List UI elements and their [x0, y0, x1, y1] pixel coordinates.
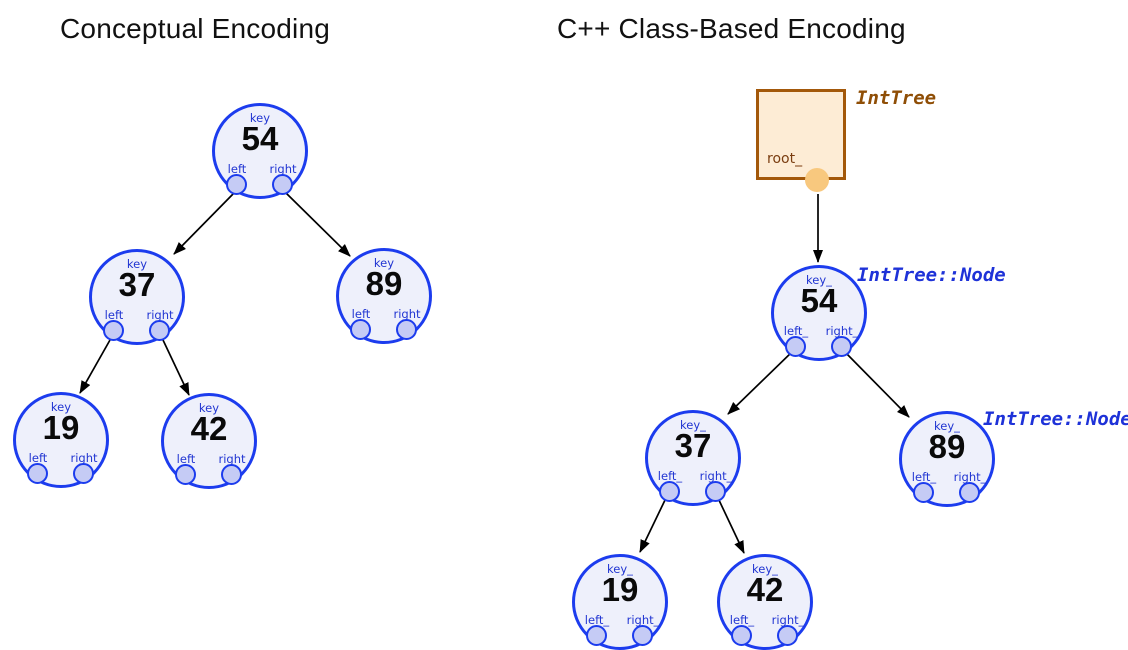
- node-right-port: [272, 174, 293, 195]
- node-left-label: left_: [729, 613, 755, 627]
- node-key-label: key: [373, 256, 395, 270]
- node-left-label: left: [104, 308, 124, 322]
- node-left-label: left: [176, 452, 196, 466]
- node-right-label: right: [393, 307, 421, 321]
- edge-arrow-37-left-19: [79, 339, 111, 394]
- node-left-port: [913, 482, 934, 503]
- node-right-label: right: [70, 451, 98, 465]
- node-value: 54: [241, 120, 279, 157]
- node-left-label: left_: [783, 324, 809, 338]
- root-pointer-label: root_: [767, 151, 803, 167]
- node-left-port: [27, 463, 48, 484]
- edge-arrow-54-left-37: [173, 192, 235, 255]
- node-key-label: key_: [934, 419, 960, 433]
- node-right-port: [396, 319, 417, 340]
- node-right-label: right: [218, 452, 246, 466]
- node-left-label: left_: [584, 613, 610, 627]
- edge-arrow-37-right-42: [162, 339, 190, 396]
- node-right-label: right_: [953, 470, 987, 484]
- tree-node-37: key 37 left right: [89, 249, 185, 345]
- node-left-port: [103, 320, 124, 341]
- node-right-port: [632, 625, 653, 646]
- node-key-label: key: [198, 401, 220, 415]
- tree-node-89: key 89 left right: [336, 248, 432, 344]
- edge-arrow-54-left-37: [727, 349, 795, 415]
- node-left-label: left: [351, 307, 371, 321]
- tree-node-89: key_ 89 left_ right_: [899, 411, 995, 507]
- node-left-label: left_: [911, 470, 937, 484]
- tree-node-19: key 19 left right: [13, 392, 109, 488]
- node-value: 89: [928, 428, 966, 465]
- node-left-port: [175, 464, 196, 485]
- node-right-port: [221, 464, 242, 485]
- tree-node-54: key_ 54 left_ right_: [771, 265, 867, 361]
- edge-arrow-54-right-89: [285, 192, 351, 257]
- node-value: 89: [365, 265, 403, 302]
- node-left-port: [659, 481, 680, 502]
- node-key-label: key: [249, 111, 271, 125]
- tree-node-54: key 54 left right: [212, 103, 308, 199]
- right-panel-title: C++ Class-Based Encoding: [557, 13, 906, 44]
- tree-node-19: key_ 19 left_ right_: [572, 554, 668, 650]
- node-left-port: [586, 625, 607, 646]
- node-left-label: left: [28, 451, 48, 465]
- node-left-port: [731, 625, 752, 646]
- edge-arrow-54-right-89: [842, 349, 910, 418]
- tree-node-37: key_ 37 left_ right_: [645, 410, 741, 506]
- tree-node-42: key 42 left right: [161, 393, 257, 489]
- node-right-label: right_: [771, 613, 805, 627]
- node-value: 37: [118, 266, 156, 303]
- node-value: 19: [601, 571, 639, 608]
- node-right-label: right_: [825, 324, 859, 338]
- node-left-port: [226, 174, 247, 195]
- node-right-label: right: [269, 162, 297, 176]
- node-key-label: key_: [607, 562, 633, 576]
- node-key-label: key: [126, 257, 148, 271]
- node-right-port: [149, 320, 170, 341]
- node-key-label: key_: [806, 273, 832, 287]
- node-value: 42: [746, 571, 784, 608]
- inttree-node-class-label: IntTree::Node: [983, 408, 1128, 430]
- node-right-port: [705, 481, 726, 502]
- node-right-port: [777, 625, 798, 646]
- node-value: 19: [42, 409, 80, 446]
- node-value: 42: [190, 410, 228, 447]
- node-key-label: key_: [752, 562, 778, 576]
- node-right-port: [73, 463, 94, 484]
- node-right-label: right: [146, 308, 174, 322]
- node-left-port: [350, 319, 371, 340]
- node-left-label: left: [227, 162, 247, 176]
- node-value: 37: [674, 427, 712, 464]
- tree-node-42: key_ 42 left_ right_: [717, 554, 813, 650]
- inttree-object-box: root_: [756, 89, 846, 180]
- inttree-class-label: IntTree: [856, 87, 937, 109]
- node-right-label: right_: [626, 613, 660, 627]
- edge-arrow-37-left-19: [639, 497, 667, 553]
- node-key-label: key: [50, 400, 72, 414]
- left-panel-title: Conceptual Encoding: [60, 13, 330, 44]
- node-key-label: key_: [680, 418, 706, 432]
- node-right-port: [959, 482, 980, 503]
- node-left-port: [785, 336, 806, 357]
- inttree-node-class-label: IntTree::Node: [857, 264, 1006, 286]
- edge-arrow-37-right-42: [717, 497, 745, 554]
- node-left-label: left_: [657, 469, 683, 483]
- node-value: 54: [800, 282, 838, 319]
- node-right-port: [831, 336, 852, 357]
- node-right-label: right_: [699, 469, 733, 483]
- root-pointer-port: [805, 168, 829, 192]
